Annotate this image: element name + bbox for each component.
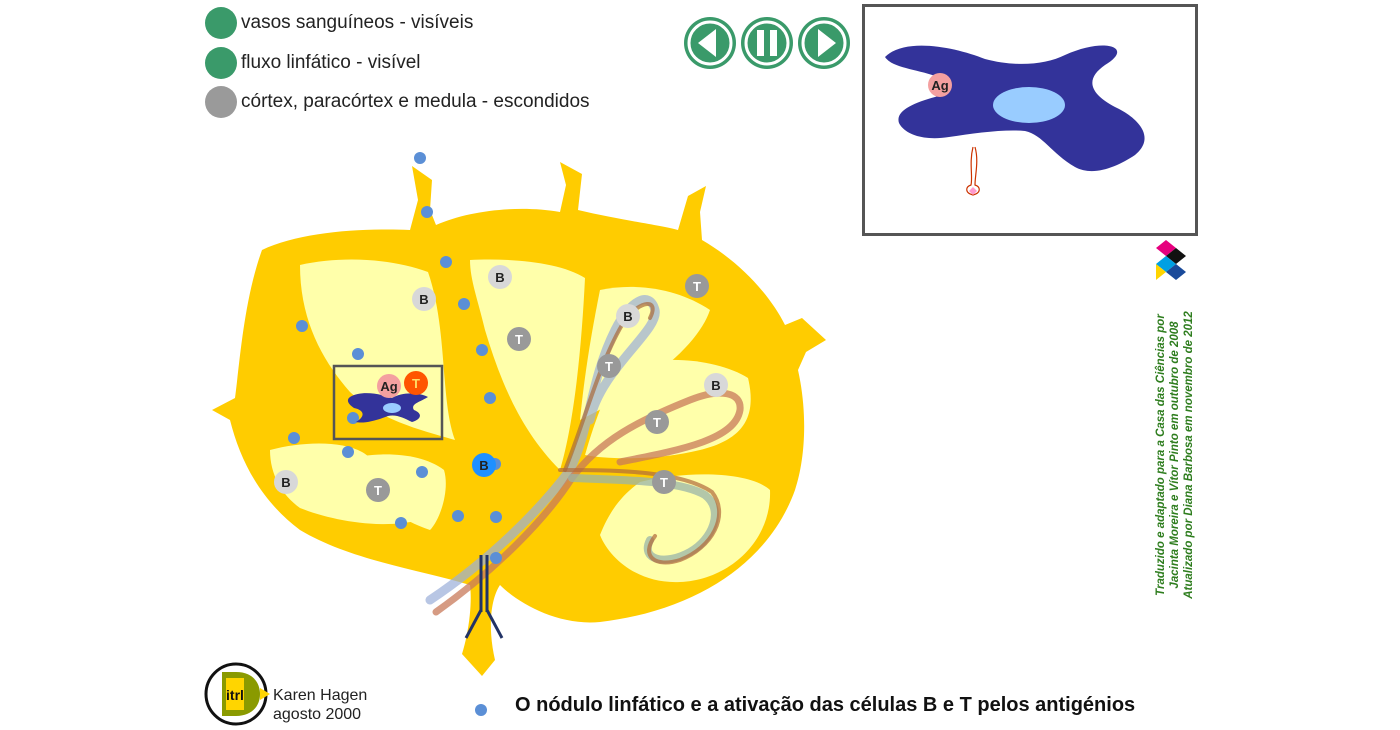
legend-item-blood-vessels[interactable]: vasos sanguíneos - visíveis xyxy=(205,6,473,40)
svg-text:T: T xyxy=(653,415,661,430)
legend-label: córtex, paracórtex e medula - escondidos xyxy=(241,91,590,112)
t-cell[interactable]: T xyxy=(685,274,709,298)
svg-text:B: B xyxy=(419,292,428,307)
author-credit: Karen Hagen agosto 2000 xyxy=(273,686,367,724)
svg-text:Ag: Ag xyxy=(931,78,948,93)
author-date: agosto 2000 xyxy=(273,706,362,723)
b-cell[interactable]: B xyxy=(412,287,436,311)
author-name: Karen Hagen xyxy=(273,687,368,704)
zoom-selection-box[interactable] xyxy=(332,364,444,441)
lymph-flow xyxy=(425,295,744,616)
casa-das-ciencias-logo-icon xyxy=(1156,240,1186,280)
active-t-cell[interactable]: T xyxy=(404,371,428,395)
svg-text:T: T xyxy=(412,376,420,391)
b-cell[interactable]: B xyxy=(616,304,640,328)
svg-text:B: B xyxy=(623,309,632,324)
svg-text:itrl: itrl xyxy=(226,687,244,703)
active-b-cell[interactable]: B xyxy=(472,453,501,477)
svg-text:T: T xyxy=(693,279,701,294)
rewind-button[interactable] xyxy=(683,16,737,70)
b-cell[interactable]: B xyxy=(488,265,512,289)
t-cell[interactable]: T xyxy=(652,470,676,494)
pause-icon xyxy=(757,30,777,56)
ditrl-logo-icon: itrl xyxy=(204,662,270,726)
svg-text:B: B xyxy=(495,270,504,285)
legend-label: vasos sanguíneos - visíveis xyxy=(241,12,474,33)
dendritic-cell-zoomed: Ag xyxy=(885,45,1145,196)
svg-text:B: B xyxy=(281,475,290,490)
credits-line: Jacinta Moreira e Vítor Pinto em outubro… xyxy=(1169,321,1181,589)
t-cell[interactable]: T xyxy=(645,410,669,434)
play-button[interactable] xyxy=(797,16,851,70)
t-cell[interactable]: T xyxy=(597,354,621,378)
pause-button[interactable] xyxy=(740,16,794,70)
blood-vessel-dots xyxy=(288,152,502,716)
dendritic-cell-small xyxy=(347,393,428,423)
toggle-dot-icon[interactable] xyxy=(205,47,237,79)
svg-text:B: B xyxy=(711,378,720,393)
svg-text:T: T xyxy=(515,332,523,347)
antibody-icon xyxy=(464,555,504,639)
svg-text:T: T xyxy=(660,475,668,490)
svg-text:T: T xyxy=(374,483,382,498)
credits: Traduzido e adaptado para a Casa das Ciê… xyxy=(1140,290,1210,620)
antigen-marker: Ag xyxy=(377,374,401,398)
rewind-icon xyxy=(698,29,716,57)
b-cell[interactable]: B xyxy=(274,470,298,494)
page-title: O nódulo linfático e a ativação das célu… xyxy=(515,694,1136,716)
svg-text:T: T xyxy=(605,359,613,374)
play-icon xyxy=(818,29,836,57)
toggle-dot-icon[interactable] xyxy=(205,7,237,39)
t-cell[interactable]: T xyxy=(507,327,531,351)
t-cell[interactable]: T xyxy=(366,478,390,502)
svg-text:B: B xyxy=(479,458,488,473)
antigen-marker xyxy=(928,73,952,97)
credits-line: Traduzido e adaptado para a Casa das Ciê… xyxy=(1155,314,1167,596)
legend-label: fluxo linfático - visível xyxy=(241,52,421,73)
zoom-inset: Ag xyxy=(862,4,1198,236)
svg-text:Ag: Ag xyxy=(380,379,397,394)
toggle-dot-icon[interactable] xyxy=(205,86,237,118)
legend-item-lymph-flow[interactable]: fluxo linfático - visível xyxy=(205,46,421,80)
b-cell[interactable]: B xyxy=(704,373,728,397)
credits-line: Atualizado por Diana Barbosa em novembro… xyxy=(1183,311,1195,599)
legend-item-cortex[interactable]: córtex, paracórtex e medula - escondidos xyxy=(205,85,590,119)
